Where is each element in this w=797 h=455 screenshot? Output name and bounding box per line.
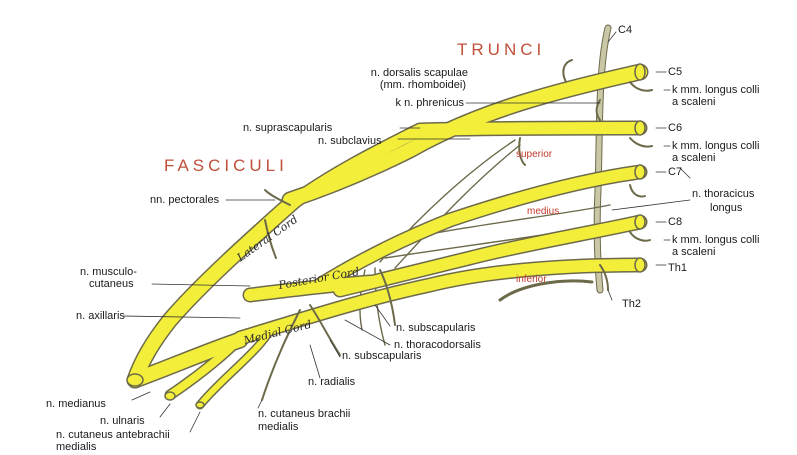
fasciculi-heading: FASCICULI [164,156,288,176]
label-musculocutaneus-1: n. musculo- [80,266,137,278]
trunk-label-superior: superior [516,149,552,160]
label-cutaneus-brachii-2: medialis [258,421,298,433]
label-cutaneus-antebrachii-1: n. cutaneus antebrachii [56,429,170,441]
label-thoracicus-longus-2: longus [710,202,742,214]
root-label-c4: C4 [618,24,632,36]
label-longus-colli-c8-2: a scaleni [672,246,715,258]
label-subscapularis-lower: n. subscapularis [342,350,422,362]
label-longus-colli-c8-1: k mm. longus colli [672,234,759,246]
label-dorsalis-scapulae-1: n. dorsalis scapulae [318,67,468,79]
label-radialis: n. radialis [308,376,355,388]
label-thoracicus-longus-1: n. thoracicus [692,188,754,200]
label-longus-colli-c6-2: a scaleni [672,152,715,164]
root-label-c6: C6 [668,122,682,134]
trunk-label-medius: medius [527,206,559,217]
root-label-th1: Th1 [668,262,687,274]
label-axillaris: n. axillaris [76,310,125,322]
label-cutaneus-brachii-1: n. cutaneus brachii [258,408,350,420]
label-pectorales: nn. pectorales [150,194,219,206]
root-label-c8: C8 [668,216,682,228]
label-longus-colli-c5-2: a scaleni [672,96,715,108]
label-dorsalis-scapulae-2: (mm. rhomboidei) [318,79,466,91]
label-longus-colli-c6-1: k mm. longus colli [672,140,759,152]
label-musculocutaneus-2: cutaneus [89,278,134,290]
label-subclavius: n. subclavius [318,135,382,147]
root-label-th2: Th2 [622,298,641,310]
label-phrenicus: k n. phrenicus [330,97,464,109]
label-longus-colli-c5-1: k mm. longus colli [672,84,759,96]
root-label-c5: C5 [668,66,682,78]
root-label-c7: C7 [668,166,682,178]
label-medianus: n. medianus [46,398,106,410]
label-suprascapularis: n. suprascapularis [243,122,332,134]
label-subscapularis-upper: n. subscapularis [396,322,476,334]
label-cutaneus-antebrachii-2: medialis [56,441,96,453]
trunci-heading: TRUNCI [457,40,545,60]
trunk-label-inferior: inferior [516,274,547,285]
label-ulnaris: n. ulnaris [100,415,145,427]
